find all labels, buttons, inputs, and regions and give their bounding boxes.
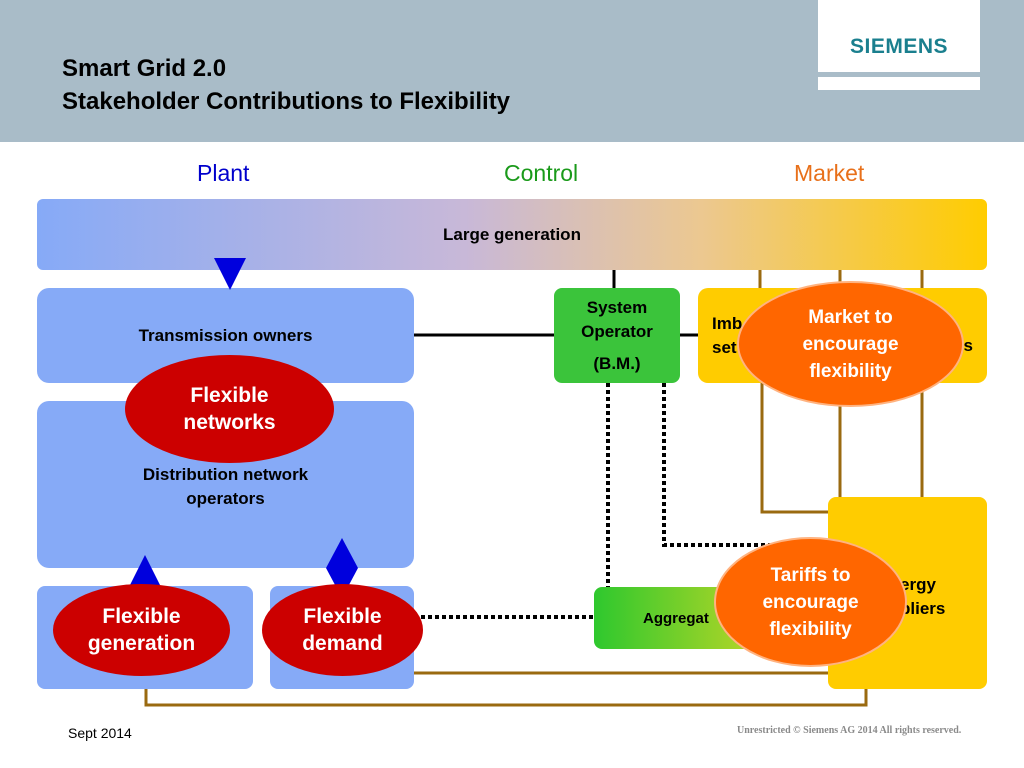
flexible-generation-ellipse: Flexible generation <box>53 584 230 676</box>
system-operator-box: System Operator (B.M.) <box>554 288 680 383</box>
large-generation-bar: Large generation <box>37 199 987 270</box>
title-line-1: Smart Grid 2.0 <box>62 55 227 82</box>
energy-suppliers-text: ergy pliers <box>900 573 945 621</box>
footer-date: Sept 2014 <box>68 725 132 741</box>
flexible-networks-ellipse: Flexible networks <box>125 355 334 463</box>
footer-copyright: Unrestricted © Siemens AG 2014 All right… <box>737 725 962 736</box>
logo-strip <box>818 77 980 90</box>
siemens-logo: SIEMENS <box>818 0 980 72</box>
aggregator-label: Aggregat <box>643 609 709 627</box>
system-operator-line-3: (B.M.) <box>593 353 641 373</box>
distribution-label-line-1: Distribution network <box>142 464 309 484</box>
category-control: Control <box>504 160 579 186</box>
energy-suppliers-line-1: ergy <box>900 575 936 594</box>
flexible-networks-line-1: Flexible <box>190 384 269 407</box>
energy-suppliers-line-2: pliers <box>900 599 946 618</box>
tariffs-flexibility-line-1: Tariffs to <box>770 564 851 586</box>
line-brown-4 <box>760 383 828 514</box>
line-generation-to-suppliers <box>144 689 868 707</box>
market-flexibility-line-2: encourage <box>802 333 899 355</box>
market-flexibility-line-3: flexibility <box>809 360 892 382</box>
imbalance-line-2: set <box>712 338 737 357</box>
tariffs-flexibility-line-3: flexibility <box>769 618 852 640</box>
flexible-generation-line-2: generation <box>87 632 196 655</box>
flexible-networks-line-2: networks <box>183 411 276 434</box>
transmission-owners-label: Transmission owners <box>138 325 313 345</box>
market-flexibility-line-1: Market to <box>808 306 893 328</box>
category-plant: Plant <box>197 160 250 186</box>
category-market: Market <box>794 160 865 186</box>
slide-title: Smart Grid 2.0 Stakeholder Contributions… <box>62 52 510 118</box>
dotted-operator-to-suppliers <box>662 383 828 547</box>
large-generation-label: Large generation <box>443 224 581 244</box>
flexible-demand-ellipse: Flexible demand <box>262 584 423 676</box>
imbalance-right-text: s <box>963 336 973 355</box>
market-flexibility-ellipse: Market to encourage flexibility <box>737 281 964 407</box>
tariffs-flexibility-line-2: encourage <box>762 591 859 613</box>
imbalance-left-text: Imb set <box>712 312 742 360</box>
flexible-demand-line-2: demand <box>302 632 383 655</box>
arrow-down-icon <box>214 258 246 290</box>
flexible-demand-line-1: Flexible <box>303 605 382 628</box>
diamond-up-icon <box>326 538 358 568</box>
flexible-generation-line-1: Flexible <box>102 605 181 628</box>
arrow-up-icon <box>129 555 161 587</box>
imbalance-line-1: Imb <box>712 314 743 333</box>
tariffs-flexibility-ellipse: Tariffs to encourage flexibility <box>714 537 907 667</box>
title-line-2: Stakeholder Contributions to Flexibility <box>62 88 511 115</box>
distribution-label-line-2: operators <box>186 488 265 508</box>
logo-text: SIEMENS <box>849 35 949 58</box>
system-operator-line-2: Operator <box>581 321 653 341</box>
system-operator-line-1: System <box>586 297 648 317</box>
